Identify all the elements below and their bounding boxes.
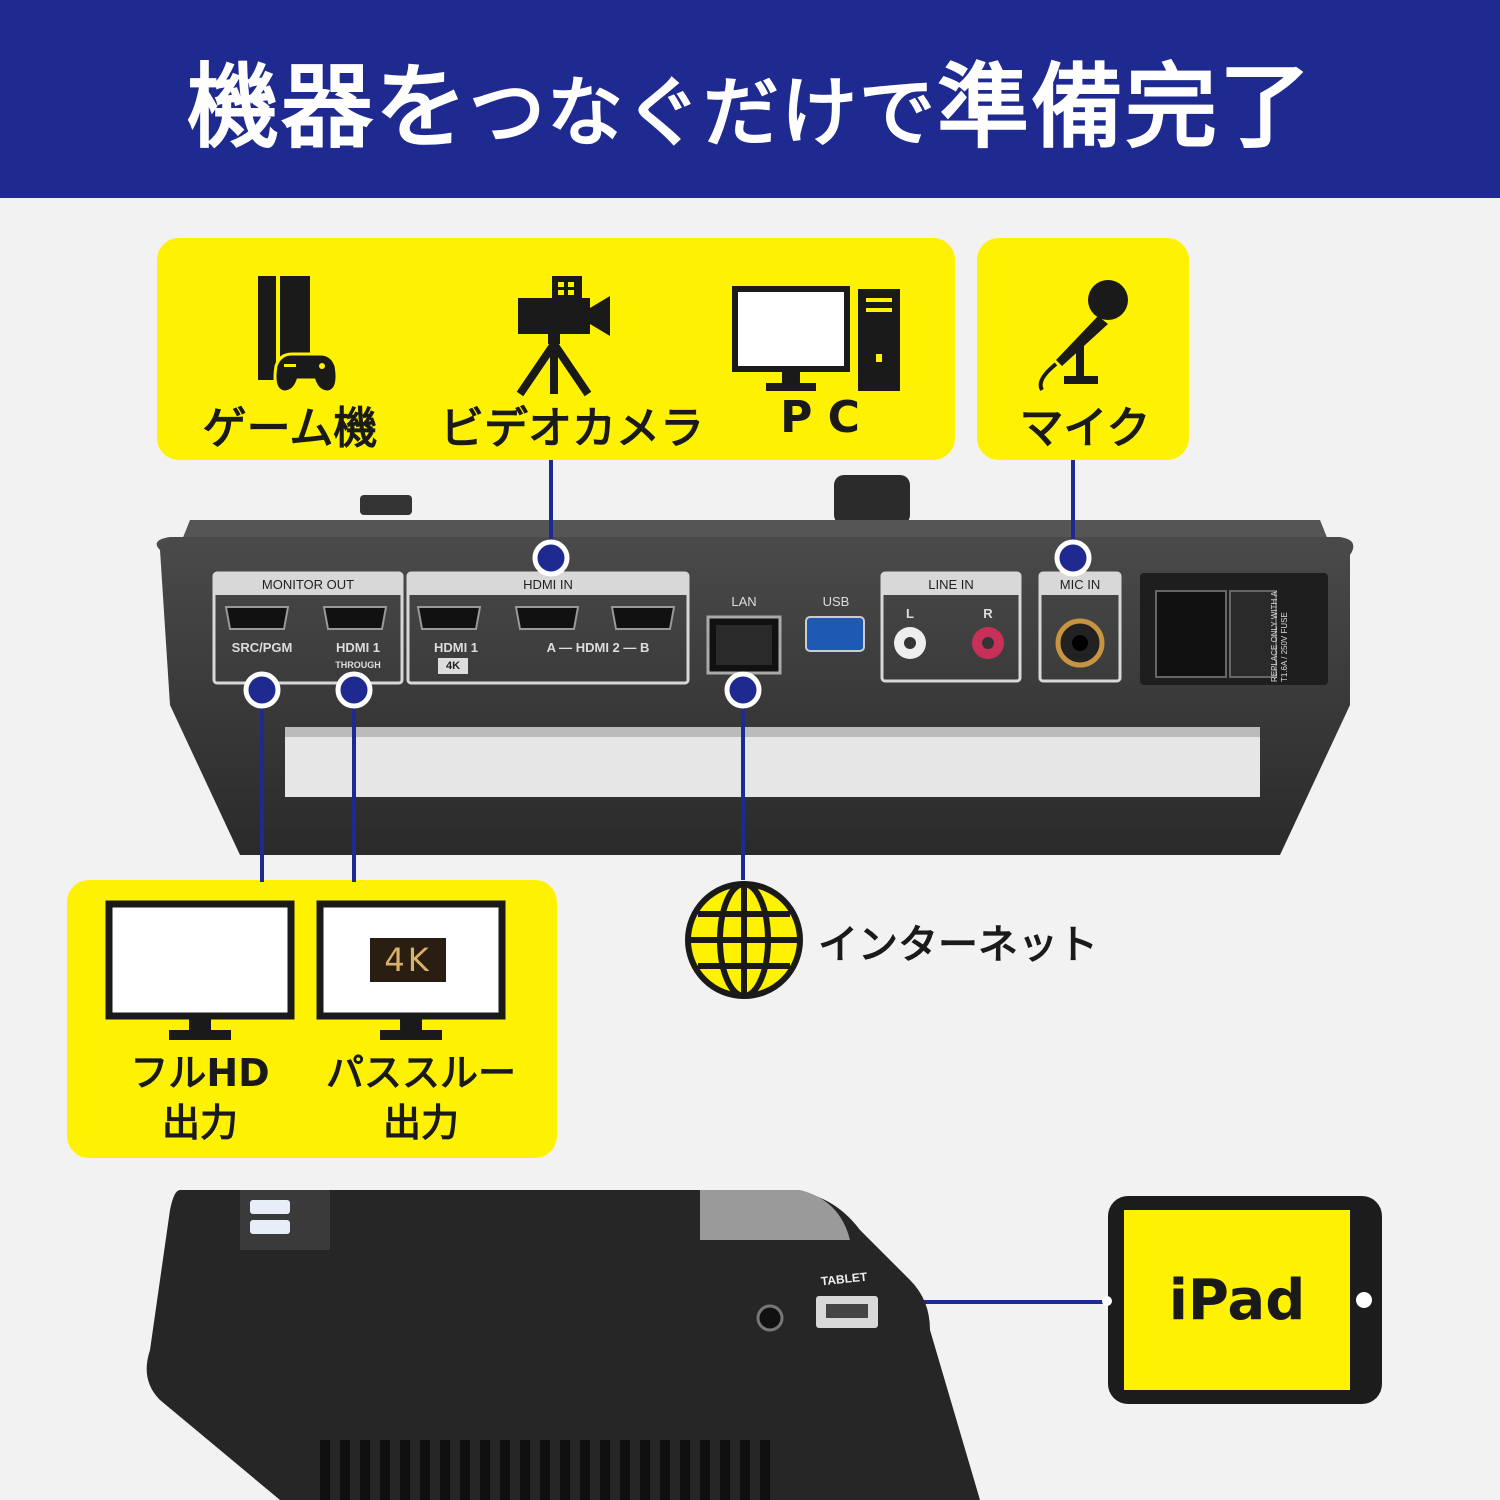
badge-4k-panel: 4K	[438, 658, 468, 674]
ipad-home-button	[1356, 1292, 1372, 1308]
pc-icon	[732, 286, 900, 391]
lan-label: LAN	[731, 594, 757, 609]
lan-dot	[724, 671, 762, 709]
line-r-label: R	[983, 606, 993, 621]
passthrough-line-1: パススルー	[325, 1051, 516, 1095]
monitor-out-label: MONITOR OUT	[261, 577, 355, 592]
title-part-3: だけで	[703, 67, 937, 157]
ipad-label: iPad	[1168, 1267, 1306, 1333]
mic-in-label: MIC IN	[1059, 577, 1101, 592]
microphone-icon	[1038, 280, 1128, 392]
hdmi-in-dot	[532, 539, 570, 577]
header-banner: 機器をつなぐだけで準備完了	[0, 0, 1500, 198]
ipad-camera-dot	[1102, 1296, 1112, 1306]
monitor-4k-badge: 4K	[370, 938, 446, 982]
video-camera-icon	[516, 276, 610, 397]
passthrough-line-2: 出力	[382, 1101, 459, 1145]
ipad-screen: iPad	[1124, 1210, 1350, 1390]
src-pgm-label: SRC/PGM	[231, 640, 293, 655]
side-panel-device	[146, 1190, 980, 1500]
line-l-label: L	[906, 606, 914, 621]
line-in-label: LINE IN	[928, 577, 974, 592]
through-dot	[335, 671, 373, 709]
hdmi-in-label: HDMI IN	[523, 577, 573, 592]
camera-label: ビデオカメラ	[440, 403, 704, 454]
game-label: ゲーム機	[202, 403, 378, 454]
internet-label: インターネット	[818, 922, 1098, 968]
globe-icon	[685, 881, 803, 999]
passthrough-monitor-icon	[316, 900, 506, 1040]
usb-label: USB	[822, 594, 850, 609]
through-label: THROUGH	[335, 660, 381, 670]
mic-in-dot	[1054, 539, 1092, 577]
pc-label: P C	[780, 392, 860, 443]
src-pgm-dot	[243, 671, 281, 709]
title-part-4: 準備完了	[937, 53, 1314, 161]
hdmi-in-1-label: HDMI 1	[433, 640, 479, 655]
page-title: 機器をつなぐだけで準備完了	[187, 33, 1313, 166]
title-part-2: つなぐ	[469, 67, 703, 157]
passthrough-output-label: パススルー 出力	[306, 1048, 536, 1148]
title-part-1: 機器を	[186, 53, 469, 161]
fullhd-line-2: 出力	[161, 1101, 238, 1145]
hdmi2-label: A — HDMI 2 — B	[546, 640, 650, 655]
fullhd-line-1: フルHD	[130, 1051, 270, 1095]
fullhd-output-label: フルHD 出力	[90, 1048, 310, 1148]
fullhd-monitor-icon	[105, 900, 295, 1040]
game-console-icon	[258, 276, 339, 394]
mic-label: マイク	[1019, 403, 1151, 454]
hdmi1-through-label: HDMI 1	[335, 640, 381, 655]
